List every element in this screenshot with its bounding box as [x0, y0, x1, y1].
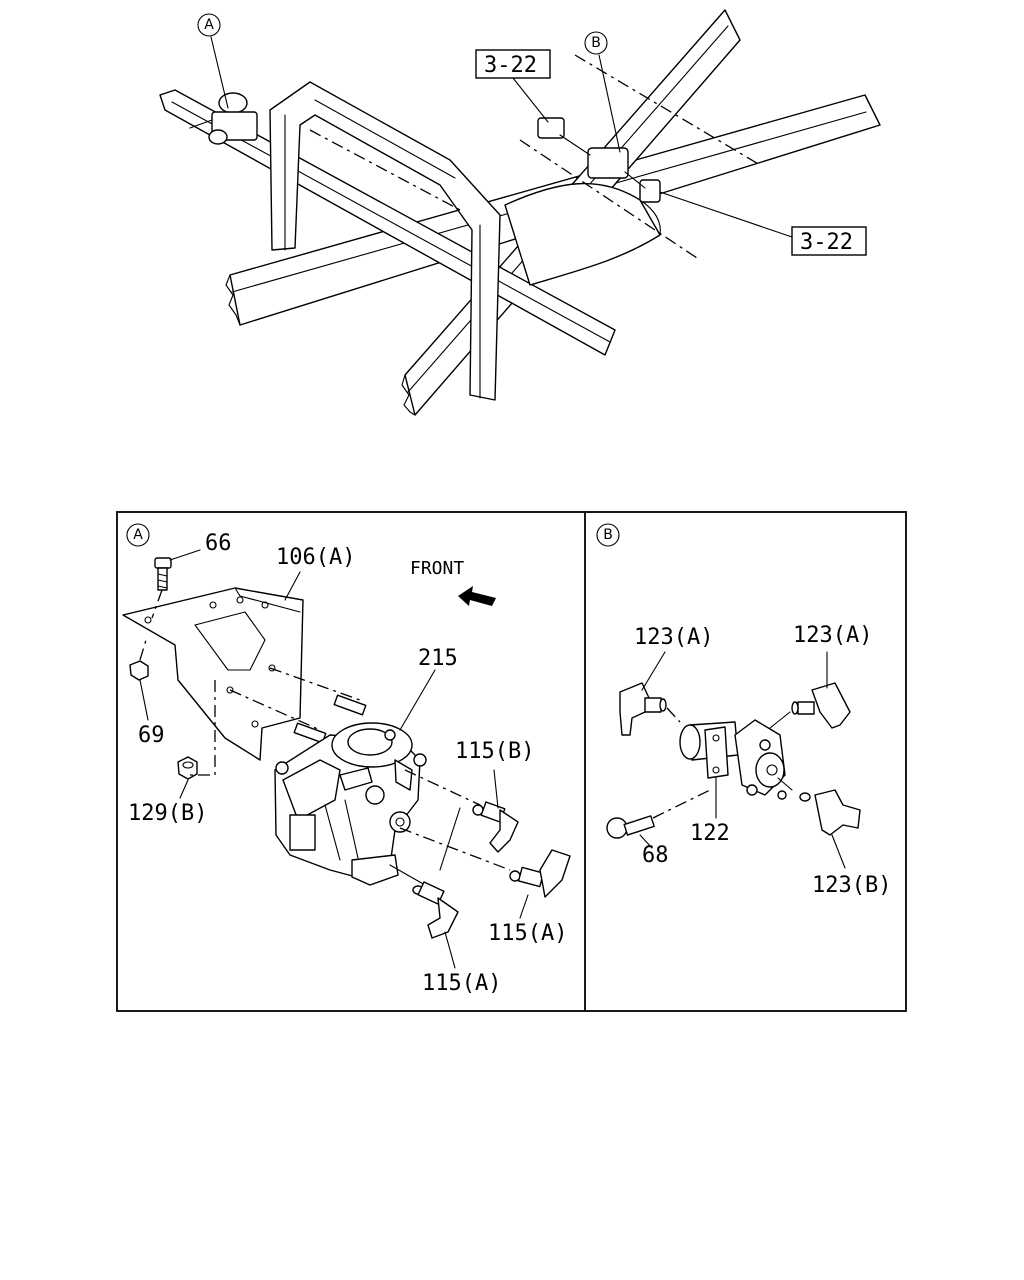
detail-frame	[116, 511, 907, 1012]
fitting-115a-right	[509, 849, 571, 919]
chassis-frame	[159, 9, 881, 416]
label-215: 215	[418, 646, 458, 671]
reference-box-right: 3-22	[659, 191, 867, 256]
label-122: 122	[690, 821, 730, 846]
tube-cross-member	[504, 182, 661, 286]
detail-a-panel: A FRONT	[122, 523, 571, 996]
bracket-106a	[122, 587, 304, 761]
label-123b: 123(B)	[812, 873, 891, 898]
detail-a-tag	[126, 523, 150, 547]
svg-text:B: B	[591, 35, 601, 51]
front-label: FRONT	[410, 558, 464, 579]
callout-b-overview: B	[584, 31, 621, 153]
nut-129b	[177, 756, 198, 799]
nut-69	[129, 639, 149, 721]
valve-b-location	[537, 117, 661, 203]
svg-text:B: B	[603, 527, 613, 543]
callout-a-overview: A	[197, 13, 229, 109]
reference-box-top: 3-22	[475, 49, 551, 123]
valve-122	[679, 719, 787, 800]
svg-text:3-22: 3-22	[484, 53, 537, 78]
bolt-68	[606, 789, 711, 849]
svg-text:3-22: 3-22	[800, 230, 853, 255]
label-123a-right: 123(A)	[793, 623, 872, 648]
fitting-123a-right	[769, 651, 851, 729]
svg-text:A: A	[204, 17, 214, 33]
label-69: 69	[138, 723, 165, 748]
fitting-115b	[472, 769, 519, 853]
svg-text:A: A	[133, 527, 143, 543]
fitting-115a-bottom	[412, 881, 459, 969]
detail-b-tag	[596, 523, 620, 547]
front-arrow-icon	[458, 586, 496, 606]
label-115a-right: 115(A)	[488, 921, 567, 946]
label-129b: 129(B)	[128, 801, 207, 826]
fitting-123b	[777, 777, 861, 869]
label-106a: 106(A)	[276, 545, 355, 570]
label-115b: 115(B)	[455, 739, 534, 764]
relay-valve-215	[274, 722, 427, 886]
detail-b-panel: B	[596, 523, 891, 898]
label-115a-bottom: 115(A)	[422, 971, 501, 996]
fitting-123a-left	[619, 651, 681, 736]
label-123a-left: 123(A)	[634, 625, 713, 650]
label-68: 68	[642, 843, 669, 868]
frame-portal	[269, 81, 501, 401]
bolt-66	[151, 549, 201, 619]
label-66: 66	[205, 531, 232, 556]
